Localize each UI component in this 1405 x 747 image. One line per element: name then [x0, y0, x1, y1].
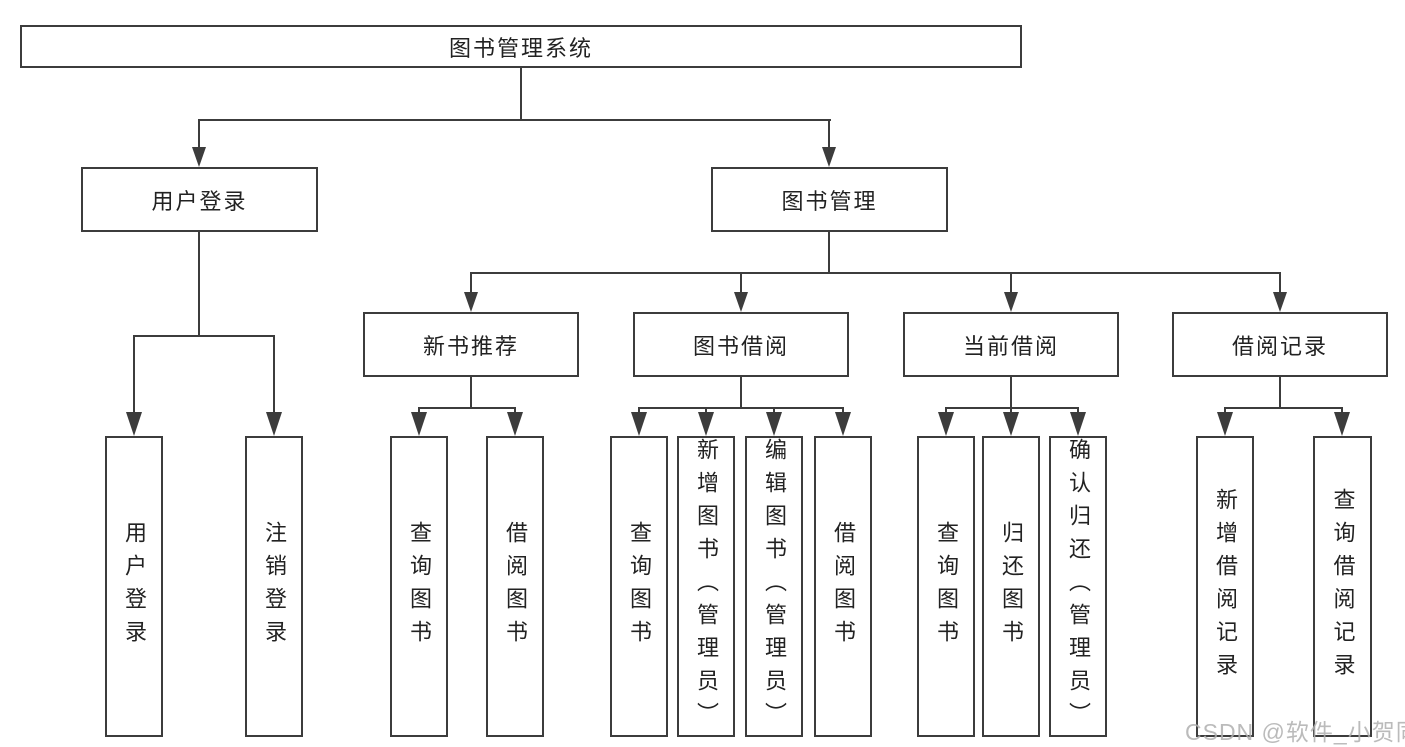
leaf-query-books-borrow: 查询图书	[610, 436, 668, 737]
connector-line	[520, 68, 522, 119]
arrow-down-icon	[192, 147, 206, 167]
leaf-query-borrow-record: 查询借阅记录	[1313, 436, 1372, 737]
leaf-query-books-current: 查询图书	[917, 436, 975, 737]
connector-line	[1224, 407, 1343, 409]
connector-line	[198, 119, 200, 147]
connector-line	[133, 335, 135, 412]
connector-line	[740, 272, 742, 292]
leaf-edit-book-admin: 编辑图书（管理员）	[745, 436, 803, 737]
node-user-login: 用户登录	[81, 167, 318, 232]
connector-line	[1010, 377, 1012, 408]
leaf-borrow-books: 借阅图书	[814, 436, 872, 737]
arrow-down-icon	[766, 412, 782, 436]
connector-line	[945, 407, 1079, 409]
arrow-down-icon	[835, 412, 851, 436]
connector-line	[470, 272, 1281, 274]
leaf-borrow-books-recommend: 借阅图书	[486, 436, 544, 737]
arrow-down-icon	[698, 412, 714, 436]
node-new-book-recommend: 新书推荐	[363, 312, 579, 377]
connector-line	[418, 407, 516, 409]
connector-line	[1279, 377, 1281, 408]
connector-line	[828, 119, 830, 147]
arrow-down-icon	[1003, 412, 1019, 436]
arrow-down-icon	[1334, 412, 1350, 436]
arrow-down-icon	[822, 147, 836, 167]
arrow-down-icon	[938, 412, 954, 436]
connector-line	[273, 335, 275, 412]
leaf-return-book: 归还图书	[982, 436, 1040, 737]
connector-line	[198, 119, 831, 121]
arrow-down-icon	[1070, 412, 1086, 436]
node-root: 图书管理系统	[20, 25, 1022, 68]
leaf-logout: 注销登录	[245, 436, 303, 737]
connector-line	[1279, 272, 1281, 292]
arrow-down-icon	[734, 292, 748, 312]
connector-line	[740, 377, 742, 408]
connector-line	[470, 272, 472, 292]
arrow-down-icon	[266, 412, 282, 436]
node-borrow-records: 借阅记录	[1172, 312, 1388, 377]
arrow-down-icon	[631, 412, 647, 436]
connector-line	[198, 232, 200, 335]
arrow-down-icon	[126, 412, 142, 436]
connector-line	[470, 377, 472, 408]
leaf-user-login: 用户登录	[105, 436, 163, 737]
node-current-borrow: 当前借阅	[903, 312, 1119, 377]
leaf-confirm-return-admin: 确认归还（管理员）	[1049, 436, 1107, 737]
node-book-borrow: 图书借阅	[633, 312, 849, 377]
arrow-down-icon	[1273, 292, 1287, 312]
arrow-down-icon	[1217, 412, 1233, 436]
arrow-down-icon	[411, 412, 427, 436]
arrow-down-icon	[507, 412, 523, 436]
connector-line	[828, 232, 830, 272]
leaf-add-book-admin: 新增图书（管理员）	[677, 436, 735, 737]
arrow-down-icon	[1004, 292, 1018, 312]
csdn-watermark: CSDN @软件_小贺同学	[1185, 719, 1405, 745]
connector-line	[133, 335, 275, 337]
connector-line	[638, 407, 844, 409]
connector-line	[1010, 272, 1012, 292]
leaf-query-books-recommend: 查询图书	[390, 436, 448, 737]
leaf-add-borrow-record: 新增借阅记录	[1196, 436, 1254, 737]
node-book-management: 图书管理	[711, 167, 948, 232]
arrow-down-icon	[464, 292, 478, 312]
